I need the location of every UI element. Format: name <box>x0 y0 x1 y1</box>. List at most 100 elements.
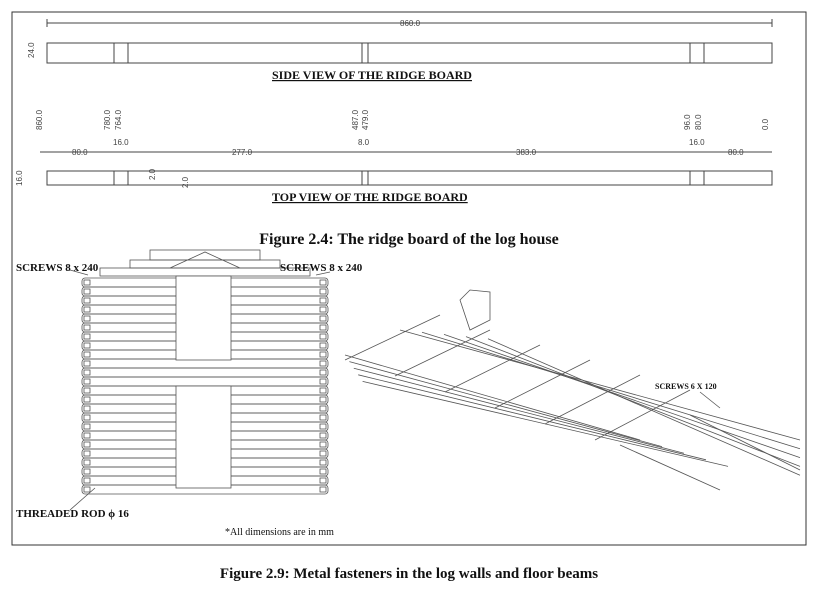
screw-icon <box>83 288 91 295</box>
screw-icon <box>319 432 327 439</box>
screw-icon <box>319 387 327 394</box>
threaded-rod-label: THREADED ROD ϕ 16 <box>16 508 129 520</box>
beam-edge <box>358 374 707 461</box>
screw-icon <box>319 459 327 466</box>
screw-icon <box>83 450 91 457</box>
screw-icon <box>83 333 91 340</box>
screw-icon <box>319 369 327 376</box>
beam-edge <box>353 367 685 454</box>
beam-edge <box>344 354 641 441</box>
gable-log <box>149 249 261 261</box>
floor-beams-isometric <box>344 289 801 491</box>
screw-icon <box>83 378 91 385</box>
side-view <box>46 19 773 64</box>
leader-line <box>699 391 721 409</box>
joist <box>594 389 691 441</box>
beam-edge <box>443 334 801 458</box>
figure-2-4-caption: Figure 2.4: The ridge board of the log h… <box>259 231 558 248</box>
beam-edge <box>619 444 721 491</box>
leader-line <box>69 269 89 276</box>
screw-icon <box>319 486 327 493</box>
screw-icon <box>319 360 327 367</box>
top-view-title: TOP VIEW OF THE RIDGE BOARD <box>272 190 468 204</box>
screw-icon <box>319 333 327 340</box>
joist <box>544 374 641 425</box>
leader-line <box>315 271 331 276</box>
screw-icon <box>319 414 327 421</box>
screw-icon <box>83 342 91 349</box>
screw-icon <box>319 324 327 331</box>
screw-icon <box>319 288 327 295</box>
screw-icon <box>83 468 91 475</box>
screw-icon <box>83 297 91 304</box>
side-view-title: SIDE VIEW OF THE RIDGE BOARD <box>272 68 472 82</box>
joist <box>344 314 441 361</box>
screw-icon <box>83 477 91 484</box>
beam-edge <box>349 361 663 447</box>
screw-icon <box>83 324 91 331</box>
station-dim: 80.0 <box>694 114 703 130</box>
station-dim: 764.0 <box>114 109 123 130</box>
gable-log <box>129 259 281 269</box>
lower-opening <box>175 385 232 489</box>
joist <box>444 344 541 393</box>
screws-beam-label: SCREWS 6 X 120 <box>655 382 717 391</box>
screw-icon <box>83 387 91 394</box>
overall-length-dim: 860.0 <box>400 19 421 28</box>
segment-dim: 80.0 <box>728 148 744 157</box>
top-view <box>40 151 773 186</box>
screws-right-label: SCREWS 8 x 240 <box>280 262 363 274</box>
beam-edge <box>421 331 801 450</box>
joist <box>494 359 591 409</box>
screw-icon <box>319 405 327 412</box>
screw-icon <box>319 396 327 403</box>
screw-icon <box>83 306 91 313</box>
screw-icon <box>83 432 91 439</box>
beam-edge <box>487 338 801 476</box>
screw-icon <box>319 351 327 358</box>
beam-edge <box>399 329 801 441</box>
screw-icon <box>83 315 91 322</box>
screw-icon <box>83 414 91 421</box>
screw-icon <box>83 360 91 367</box>
station-dim: 0.0 <box>761 118 770 130</box>
screw-icon <box>319 441 327 448</box>
screw-icon <box>83 351 91 358</box>
screw-icon <box>83 459 91 466</box>
leader-line <box>69 487 96 511</box>
screw-icon <box>83 423 91 430</box>
screws-left-label: SCREWS 8 x 240 <box>16 262 99 274</box>
screw-icon <box>319 342 327 349</box>
station-dim: 860.0 <box>35 109 44 130</box>
figure-2-9-caption: Figure 2.9: Metal fasteners in the log w… <box>220 566 598 582</box>
screw-icon <box>319 450 327 457</box>
segment-dim: 277.0 <box>232 148 253 157</box>
screw-icon <box>83 396 91 403</box>
log <box>81 376 329 387</box>
segment-dim: 383.0 <box>516 148 537 157</box>
figure-frame <box>11 11 807 546</box>
log-wall-elevation <box>69 249 331 511</box>
screw-icon <box>319 378 327 385</box>
screw-icon <box>319 279 327 286</box>
screw-icon <box>319 468 327 475</box>
screw-icon <box>83 405 91 412</box>
log <box>81 367 329 378</box>
offset-dim: 2.0 <box>148 168 157 180</box>
segment-dim: 16.0 <box>689 138 705 147</box>
screw-icon <box>319 315 327 322</box>
post <box>459 289 491 331</box>
screw-icon <box>83 279 91 286</box>
screw-icon <box>319 306 327 313</box>
beam-edge <box>465 336 801 467</box>
screw-icon <box>319 477 327 484</box>
width-dim: 16.0 <box>15 170 24 186</box>
roof-apex <box>169 251 241 269</box>
screw-icon <box>83 369 91 376</box>
joist <box>394 329 491 377</box>
gable-log <box>99 267 311 277</box>
station-dim: 487.0 <box>351 109 360 130</box>
screw-icon <box>83 441 91 448</box>
station-dim: 96.0 <box>683 114 692 130</box>
dimensions-note: *All dimensions are in mm <box>225 527 334 538</box>
